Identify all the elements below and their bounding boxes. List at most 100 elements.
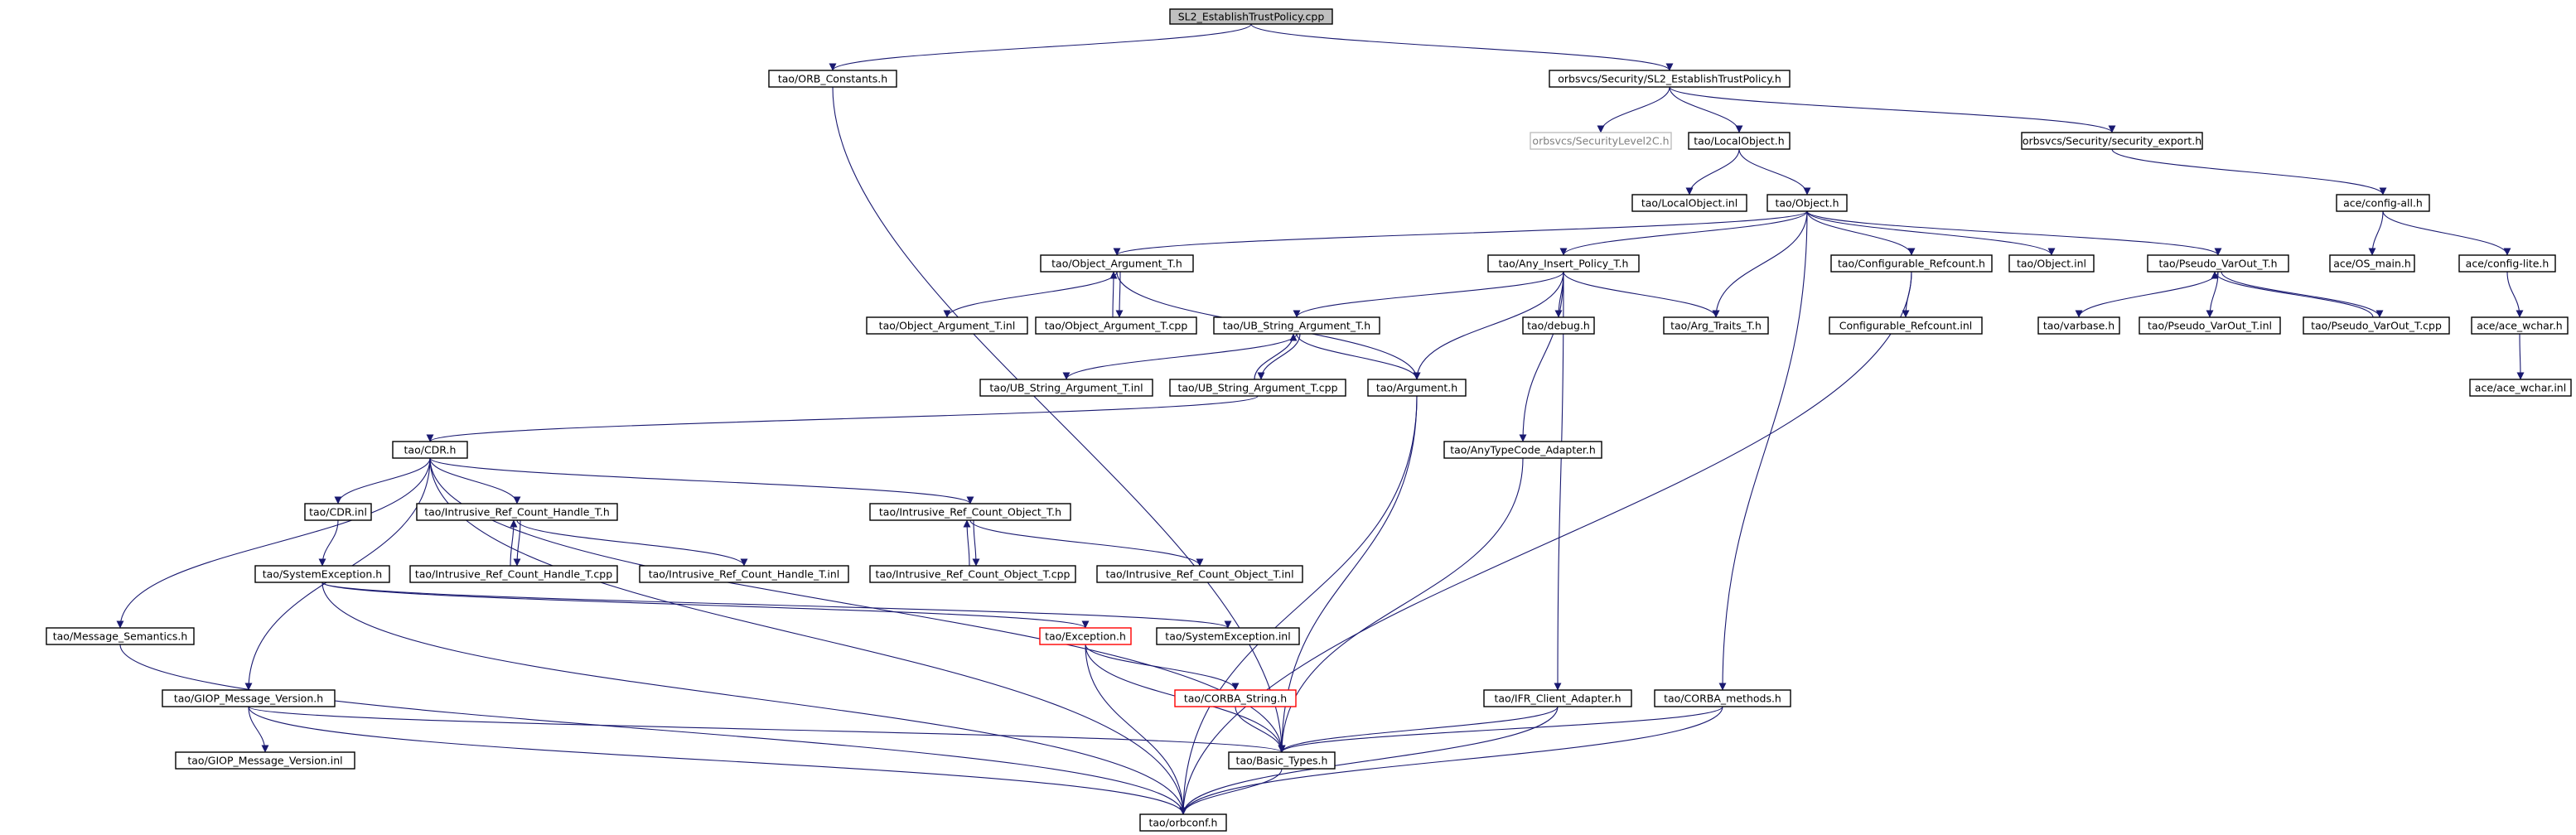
edge-object-h-to-any-insert-policy [1559,210,1808,256]
node-box [1829,316,1983,335]
node-label: tao/Any_Insert_Policy_T.h [1499,258,1629,270]
node-tao-localobject-h[interactable]: tao/LocalObject.h [1688,132,1791,150]
edge-cdr-h-to-message-semantics [116,457,431,629]
node-tao-intrusive-ref-count-object-t-inl[interactable]: tao/Intrusive_Ref_Count_Object_T.inl [1096,565,1303,583]
node-box [1522,316,1595,335]
node-box [1174,689,1297,707]
edge-ifr-client-adapter-to-orbconf [1179,706,1559,815]
node-box [1530,132,1672,150]
edge-irco-t-cpp-to-irco-t-h [963,519,971,567]
node-tao-intrusive-ref-count-handle-t-h[interactable]: tao/Intrusive_Ref_Count_Handle_T.h [416,503,618,521]
edge-root-to-orb-constants [829,23,1252,71]
node-tao-message-semantics-h[interactable]: tao/Message_Semantics.h [46,627,195,645]
node-tao-object-argument-t-h[interactable]: tao/Object_Argument_T.h [1040,254,1194,273]
node-tao-orb-constants-h[interactable]: tao/ORB_Constants.h [768,70,897,88]
node-box [1213,316,1380,335]
node-box [1367,379,1467,397]
edge-config-lite-to-ace-wchar-h [2506,271,2524,318]
node-label: tao/LocalObject.h [1694,135,1784,147]
node-ace-ace-wchar-inl[interactable]: ace/ace_wchar.inl [2469,379,2572,397]
node-tao-exception-h[interactable]: tao/Exception.h [1039,627,1132,645]
node-label: ace/OS_main.h [2333,258,2411,270]
node-tao-debug-h[interactable]: tao/debug.h [1522,316,1595,335]
edge-config-all-to-config-lite [2382,210,2511,256]
node-box [639,565,849,583]
node-ace-os-main-h[interactable]: ace/OS_main.h [2329,254,2415,273]
node-tao-localobject-inl[interactable]: tao/LocalObject.inl [1631,194,1747,212]
node-tao-varbase-h[interactable]: tao/varbase.h [2037,316,2120,335]
node-tao-giop-message-version-h[interactable]: tao/GIOP_Message_Version.h [162,689,336,707]
node-tao-cdr-h[interactable]: tao/CDR.h [392,441,468,459]
node-tao-systemexception-inl[interactable]: tao/SystemException.inl [1156,627,1300,645]
edge-ifr-client-adapter-to-basic-types [1278,706,1559,753]
node-tao-intrusive-ref-count-object-t-cpp[interactable]: tao/Intrusive_Ref_Count_Object_T.cpp [869,565,1076,583]
edges-layer [116,23,2525,815]
edge-object-argument-t-h-to-object-argument-t-inl [943,271,1118,318]
node-box [1169,8,1333,25]
edge-giop-message-version-h-to-orbconf [248,706,1187,815]
node-box [1035,316,1197,335]
node-tao-object-argument-t-inl[interactable]: tao/Object_Argument_T.inl [866,316,1028,335]
node-tao-configurable-refcount-h[interactable]: tao/Configurable_Refcount.h [1830,254,1993,273]
node-tao-systemexception-h[interactable]: tao/SystemException.h [254,565,390,583]
node-tao-arg-traits-t-h[interactable]: tao/Arg_Traits_T.h [1663,316,1769,335]
node-box [392,441,468,459]
node-tao-ifr-client-adapter-h[interactable]: tao/IFR_Client_Adapter.h [1483,689,1632,707]
node-tao-intrusive-ref-count-handle-t-cpp[interactable]: tao/Intrusive_Ref_Count_Handle_T.cpp [409,565,618,583]
node-box [304,503,372,521]
edge-sl2-etp-h-to-securitylevel2c [1597,86,1670,133]
edge-argument-h-to-basic-types [1278,395,1418,753]
node-tao-ub-string-argument-t-inl[interactable]: tao/UB_String_Argument_T.inl [979,379,1153,397]
node-label: tao/Arg_Traits_T.h [1670,320,1762,332]
node-tao-object-inl[interactable]: tao/Object.inl [2008,254,2095,273]
node-label: tao/SystemException.inl [1165,630,1290,643]
node-tao-cdr-inl[interactable]: tao/CDR.inl [304,503,372,521]
node-tao-ub-string-argument-t-h[interactable]: tao/UB_String_Argument_T.h [1213,316,1380,335]
node-box [1654,689,1791,707]
node-tao-object-argument-t-cpp[interactable]: tao/Object_Argument_T.cpp [1035,316,1197,335]
node-tao-argument-h[interactable]: tao/Argument.h [1367,379,1467,397]
node-box [979,379,1153,397]
node-tao-anytypecode-adapter-h[interactable]: tao/AnyTypeCode_Adapter.h [1443,441,1602,459]
node-sl2-establishtrustpolicy-cpp[interactable]: SL2_EstablishTrustPolicy.cpp [1169,8,1333,25]
node-label: tao/Object_Argument_T.cpp [1045,320,1188,332]
node-box [162,689,336,707]
node-tao-orbconf-h[interactable]: tao/orbconf.h [1139,813,1227,832]
node-ace-config-lite-h[interactable]: ace/config-lite.h [2458,254,2556,273]
edge-anytypecode-adapter-to-basic-types [1278,457,1524,753]
node-tao-pseudo-varout-t-inl[interactable]: tao/Pseudo_VarOut_T.inl [2139,316,2281,335]
edge-irch-t-h-to-irch-t-inl [516,519,748,567]
node-tao-corba-string-h[interactable]: tao/CORBA_String.h [1174,689,1297,707]
node-box [1830,254,1993,273]
node-label: Configurable_Refcount.inl [1839,320,1973,332]
node-box [2329,254,2415,273]
node-label: ace/ace_wchar.inl [2475,382,2566,394]
node-tao-corba-methods-h[interactable]: tao/CORBA_methods.h [1654,689,1791,707]
node-tao-object-h[interactable]: tao/Object.h [1766,194,1848,212]
node-orbsvcs-security-sl2-establishtrustpolicy-h[interactable]: orbsvcs/Security/SL2_EstablishTrustPolic… [1549,70,1791,88]
node-label: tao/SystemException.h [263,568,382,581]
node-orbsvcs-security-security-export-h[interactable]: orbsvcs/Security/security_export.h [2021,132,2203,150]
node-label: ace/config-all.h [2343,197,2423,210]
node-tao-intrusive-ref-count-handle-t-inl[interactable]: tao/Intrusive_Ref_Count_Handle_T.inl [639,565,849,583]
node-tao-ub-string-argument-t-cpp[interactable]: tao/UB_String_Argument_T.cpp [1169,379,1346,397]
node-tao-basic-types-h[interactable]: tao/Basic_Types.h [1228,751,1336,770]
node-box [2008,254,2095,273]
node-box [46,627,195,645]
node-tao-giop-message-version-inl[interactable]: tao/GIOP_Message_Version.inl [175,751,355,770]
node-orbsvcs-securitylevel2c-h: orbsvcs/SecurityLevel2C.h [1530,132,1672,150]
node-ace-config-all-h[interactable]: ace/config-all.h [2336,194,2430,212]
node-tao-pseudo-varout-t-cpp[interactable]: tao/Pseudo_VarOut_T.cpp [2303,316,2450,335]
edge-root-to-sl2-etp-h [1250,23,1674,71]
edge-corba-methods-to-basic-types [1278,706,1723,753]
node-tao-pseudo-varout-t-h[interactable]: tao/Pseudo_VarOut_T.h [2147,254,2289,273]
node-tao-any-insert-policy-t-h[interactable]: tao/Any_Insert_Policy_T.h [1487,254,1640,273]
node-ace-ace-wchar-h[interactable]: ace/ace_wchar.h [2471,316,2569,335]
node-box [254,565,390,583]
node-label: tao/Intrusive_Ref_Count_Handle_T.cpp [415,568,612,581]
node-configurable-refcount-inl[interactable]: Configurable_Refcount.inl [1829,316,1983,335]
node-box [1228,751,1336,770]
edge-giop-message-version-h-to-basic-types [248,706,1286,753]
node-label: tao/Intrusive_Ref_Count_Handle_T.inl [649,568,839,581]
node-tao-intrusive-ref-count-object-t-h[interactable]: tao/Intrusive_Ref_Count_Object_T.h [869,503,1071,521]
